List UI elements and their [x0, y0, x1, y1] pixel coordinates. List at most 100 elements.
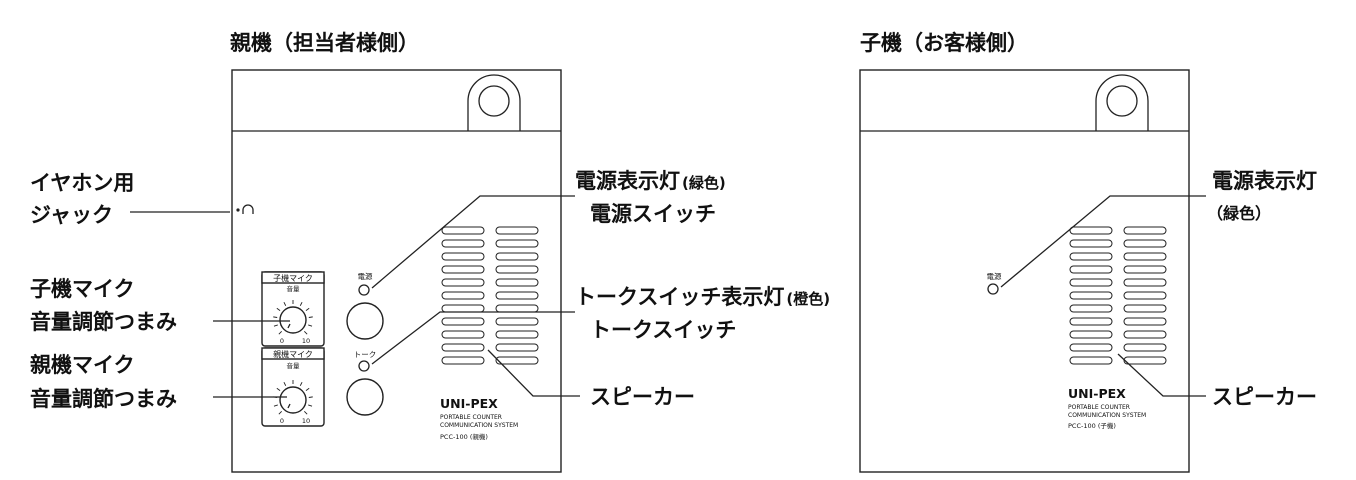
knob-tick [308, 316, 313, 318]
earphone-jack-icon [236, 204, 254, 214]
parent-mic-module-label: 親機マイク [273, 349, 313, 359]
speaker-slot [1069, 291, 1113, 300]
child-product-line2: COMMUNICATION SYSTEM [1068, 412, 1146, 419]
knob-tick [276, 307, 281, 311]
parent-talk-switch[interactable] [346, 378, 384, 416]
speaker-slot [495, 304, 539, 313]
parent-mic-knob-pointer [287, 403, 291, 409]
child-power-lamp-callout-color: （緑色） [1207, 204, 1271, 223]
speaker-slot [495, 252, 539, 261]
speaker-slot [495, 239, 539, 248]
child-speaker-callout: スピーカー [1212, 385, 1317, 409]
speaker-slot [1069, 304, 1113, 313]
speaker-slot [1123, 239, 1167, 248]
knob-tick [303, 410, 308, 415]
parent-unit-title: 親機（担当者様側） [230, 31, 419, 55]
speaker-slot [441, 265, 485, 274]
speaker-slot [1069, 226, 1113, 235]
knob-tick [299, 301, 303, 306]
parent-power-lamp [358, 284, 370, 296]
speaker-slot [495, 291, 539, 300]
knob-tick [276, 387, 281, 391]
knob-tick [308, 396, 313, 398]
speaker-slot [1069, 278, 1113, 287]
earphone-jack-callout-line2: ジャック [30, 203, 113, 227]
parent-mic-volume-label: 音量 [287, 361, 301, 370]
knob-tick [273, 324, 278, 327]
parent-hanger-hole [478, 85, 510, 117]
speaker-slot [441, 343, 485, 352]
parent-mic-knob-ticks [273, 380, 313, 415]
child-power-lamp-callout: 電源表示灯 [1212, 169, 1317, 193]
speaker-slot [1123, 356, 1167, 365]
child-brand-logo: UNI-PEX [1068, 386, 1126, 401]
knob-tick [273, 404, 278, 407]
speaker-slot [495, 226, 539, 235]
parent-mic-knob-min: 0 [280, 417, 284, 425]
speaker-slot [441, 317, 485, 326]
speaker-slot [1123, 304, 1167, 313]
speaker-slot [1123, 278, 1167, 287]
speaker-slot [441, 278, 485, 287]
child-mic-module-header [261, 271, 325, 284]
parent-power-label: 電源 [358, 272, 373, 281]
speaker-slot [495, 356, 539, 365]
child-product-line1: PORTABLE COUNTER [1068, 404, 1130, 411]
speaker-slot [495, 330, 539, 339]
knob-tick [278, 330, 283, 335]
speaker-slot [1069, 330, 1113, 339]
parent-model-number: PCC-100 (親機) [440, 432, 488, 441]
speaker-slot [1123, 317, 1167, 326]
parent-speaker-leader [487, 349, 580, 397]
parent-speaker-grille [441, 226, 539, 365]
speaker-slot [441, 291, 485, 300]
speaker-slot [1123, 265, 1167, 274]
child-mic-module-label: 子機マイク [273, 273, 313, 283]
parent-mic-knob-max: 10 [302, 417, 310, 425]
talk-lamp-callout: トークスイッチ表示灯(橙色) [575, 285, 830, 309]
speaker-slot [495, 265, 539, 274]
knob-tick [308, 404, 313, 407]
parent-talk-lamp [358, 360, 370, 372]
power-lamp-callout: 電源表示灯(緑色) [575, 169, 726, 193]
child-unit-title: 子機（お客様側） [860, 31, 1028, 55]
earphone-jack-callout-line1: イヤホン用 [30, 171, 134, 195]
parent-mic-callout-line1: 親機マイク [30, 353, 135, 377]
child-power-label: 電源 [987, 272, 1002, 281]
parent-product-line1: PORTABLE COUNTER [440, 414, 502, 421]
speaker-slot [495, 343, 539, 352]
child-mic-volume-knob[interactable] [279, 306, 307, 334]
speaker-slot [495, 278, 539, 287]
knob-tick [303, 330, 308, 335]
parent-product-line2: COMMUNICATION SYSTEM [440, 422, 518, 429]
parent-power-switch[interactable] [346, 302, 384, 340]
child-mic-callout-line2: 音量調節つまみ [30, 310, 177, 334]
speaker-slot [1123, 291, 1167, 300]
power-lamp-callout-color: (緑色) [682, 174, 726, 192]
child-mic-knob-pointer [287, 323, 291, 329]
speaker-slot [441, 239, 485, 248]
power-switch-callout: 電源スイッチ [590, 202, 716, 226]
power-leader [371, 195, 575, 289]
parent-mic-volume-knob[interactable] [279, 386, 307, 414]
knob-tick [278, 410, 283, 415]
child-power-leader [1000, 195, 1206, 288]
child-mic-knob-min: 0 [280, 337, 284, 345]
speaker-slot [1123, 252, 1167, 261]
speaker-slot [441, 304, 485, 313]
child-mic-knob-max: 10 [302, 337, 310, 345]
child-model-number: PCC-100 (子機) [1068, 421, 1116, 430]
child-mic-knob-ticks [273, 300, 313, 335]
speaker-slot [1069, 239, 1113, 248]
parent-speaker-callout: スピーカー [590, 385, 695, 409]
child-speaker-grille [1069, 226, 1167, 365]
child-hanger-ring [1095, 74, 1149, 131]
knob-tick [308, 324, 313, 327]
parent-hanger-ring [467, 74, 521, 131]
knob-tick [273, 316, 278, 318]
knob-tick [305, 307, 310, 311]
speaker-slot [1123, 343, 1167, 352]
child-power-lamp [987, 283, 999, 295]
knob-tick [305, 387, 310, 391]
speaker-slot [1123, 226, 1167, 235]
